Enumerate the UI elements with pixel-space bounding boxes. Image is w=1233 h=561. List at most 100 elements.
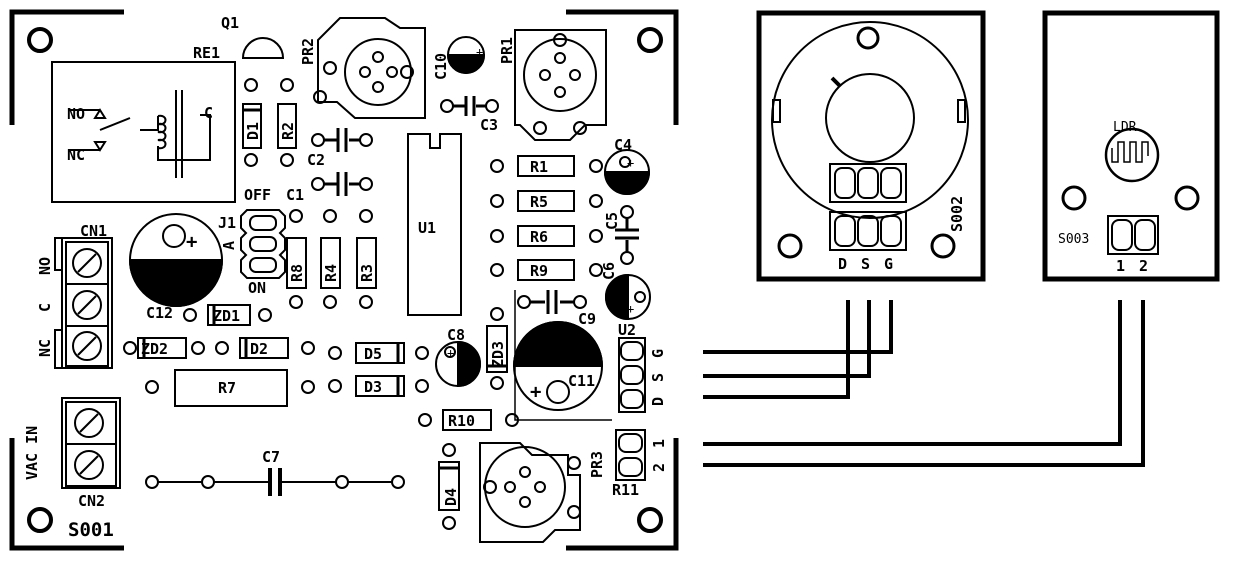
label-r11-pin2: 2 [650,463,668,472]
label-pir-s: S [861,255,870,273]
diode-d5 [355,342,405,364]
mounting-hole [27,507,53,533]
pir-board [756,10,986,282]
label-pr3: PR3 [588,451,606,478]
label-cn1-c: C [36,303,54,312]
label-d2: D2 [250,340,268,358]
label-c1: C1 [286,186,304,204]
wire-pir-d [703,300,850,399]
label-ldr-pin2: 2 [1139,257,1148,275]
label-r8: R8 [288,264,306,282]
label-q1: Q1 [221,14,239,32]
label-u2-d: D [649,397,667,406]
label-j1-on: ON [248,279,266,297]
label-r6: R6 [530,228,548,246]
trimmer-pr3 [479,442,581,543]
label-ldr: LDR [1113,120,1137,135]
label-r4: R4 [322,264,340,282]
label-r2: R2 [279,122,297,140]
diode-d3 [355,375,405,397]
wire-ldr-1 [703,300,1122,446]
label-relay-nc: NC [67,146,85,164]
header-u2 [618,337,646,413]
capacitor-c9 [530,290,574,314]
label-s001: S001 [68,519,114,541]
wire-pir-s [703,300,871,378]
label-zd2: ZD2 [141,340,168,358]
label-r11-pin1: 1 [650,439,668,448]
pad [244,78,258,92]
label-r9: R9 [530,262,548,280]
c4-plus-mark: + [627,156,634,170]
label-cn2: CN2 [78,492,105,510]
capacitor-c7 [268,468,282,496]
wire-ldr-2 [703,300,1145,467]
label-c9: C9 [578,310,596,328]
label-ldr-pin1: 1 [1116,257,1125,275]
label-r3: R3 [358,264,376,282]
capacitor-c5 [615,218,639,252]
trimmer-pr2 [313,17,426,119]
pir-board-labels: D S G S002 [838,196,966,273]
zener-zd3 [486,325,508,373]
pad [485,99,499,113]
connector-cn2 [61,397,121,489]
c10-plus-mark: + [476,45,483,59]
label-c7: C7 [262,448,280,466]
label-cn1-nc: NC [36,339,54,357]
label-d3: D3 [364,378,382,396]
label-s003: S003 [1058,232,1089,247]
ic-u1 [407,133,462,316]
label-relay-c: C [204,104,213,122]
label-r1: R1 [530,158,548,176]
label-u1: U1 [418,219,436,237]
diode-d1 [242,103,262,149]
resistor-r2 [277,103,297,149]
label-d4: D4 [442,488,460,506]
wire-pir-g [703,300,893,354]
jumper-j1 [240,209,286,279]
c8-plus-mark: + [447,346,454,360]
wiring [703,300,1145,467]
zener-zd2 [137,337,187,359]
resistor-r7 [174,369,288,407]
label-c2: C2 [307,151,325,169]
pad [244,153,258,167]
c11-plus-mark: + [530,381,541,403]
label-pir-d: D [838,255,847,273]
trimmer-pr1 [514,29,607,141]
capacitor-c2 [324,128,360,152]
c12-plus-mark: + [186,231,197,253]
label-c11: C11 [568,372,595,390]
label-d1: D1 [244,122,262,140]
label-r5: R5 [530,193,548,211]
ldr-board [1042,10,1220,282]
mounting-hole [27,27,53,53]
mounting-hole [637,507,663,533]
label-pr1: PR1 [498,37,516,64]
header-r11 [615,429,646,481]
label-c6: C6 [600,262,618,280]
label-c4: C4 [614,136,632,154]
diode-d4 [438,461,460,511]
ldr-board-labels: LDR S003 1 2 [1058,120,1148,275]
relay-re1 [51,61,236,203]
label-j1-off: OFF [244,186,271,204]
label-c8: C8 [447,326,465,344]
label-r11: R11 [612,481,639,499]
label-u2-g: G [649,349,667,358]
label-pr2: PR2 [299,38,317,65]
zener-zd1 [207,304,251,326]
resistor-r10 [442,409,492,431]
main-board-corners [9,9,679,551]
capacitor-c1 [324,172,360,196]
pad [280,78,294,92]
connector-cn1 [54,237,113,369]
label-cn1-no: NO [36,257,54,275]
label-d5: D5 [364,345,382,363]
label-c12: C12 [146,304,173,322]
c6-plus-mark: + [627,302,634,316]
label-u2: U2 [618,321,636,339]
label-u2-s: S [649,373,667,382]
